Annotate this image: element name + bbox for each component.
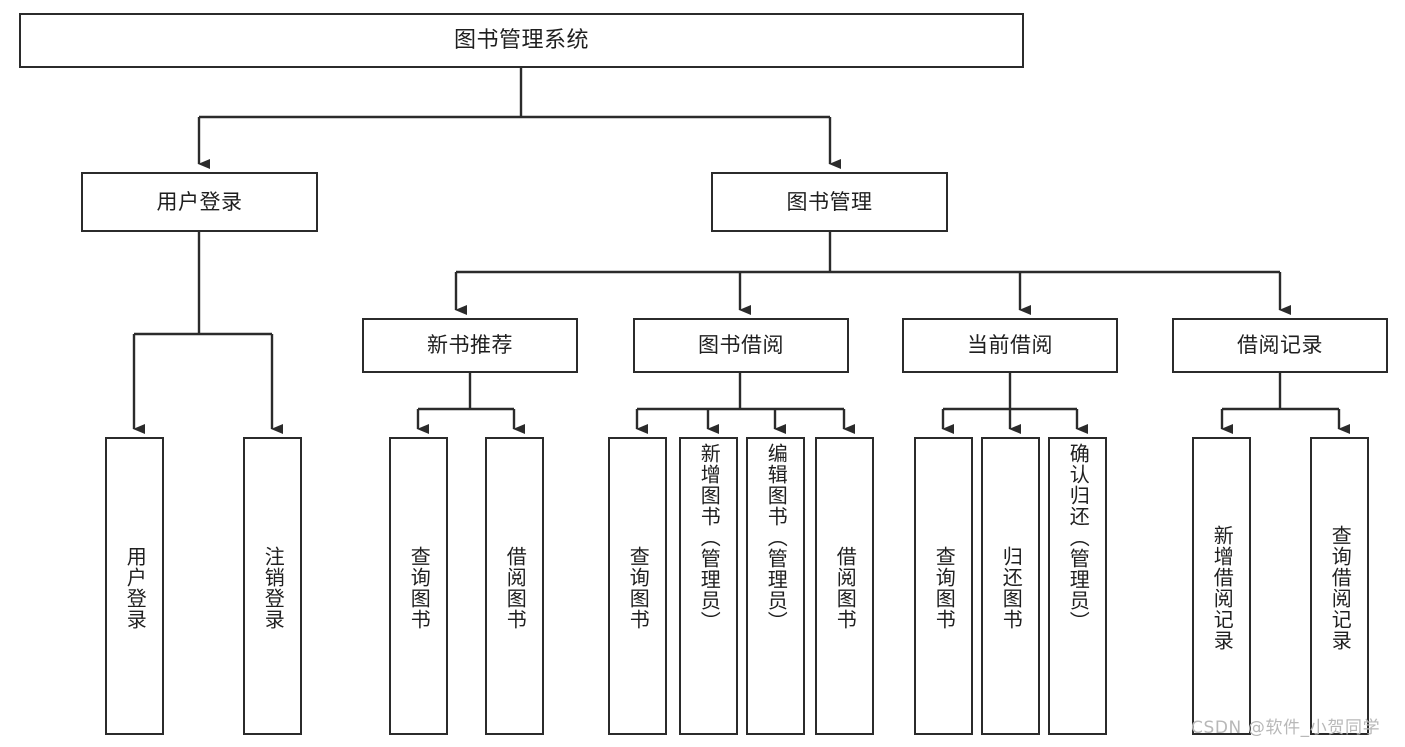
node-label: 借阅图书 bbox=[833, 546, 858, 630]
node-user-login[interactable]: 用户登录 bbox=[81, 172, 318, 232]
watermark: CSDN @软件_小贺同学 bbox=[1191, 718, 1381, 738]
node-leaf-query-book-recommend[interactable]: 查询图书 bbox=[389, 437, 448, 735]
node-label: 归还图书 bbox=[999, 546, 1024, 630]
node-label: 查询图书 bbox=[626, 546, 651, 630]
node-label: 新增借阅记录 bbox=[1210, 525, 1235, 651]
node-label: 用户登录 bbox=[156, 189, 243, 214]
node-label: 确认归还（管理员） bbox=[1066, 443, 1091, 632]
node-label: 新书推荐 bbox=[427, 333, 513, 358]
node-root-book-management-system[interactable]: 图书管理系统 bbox=[19, 13, 1024, 68]
node-label: 新增图书（管理员） bbox=[697, 443, 722, 632]
node-leaf-edit-book-admin[interactable]: 编辑图书（管理员） bbox=[746, 437, 805, 735]
node-leaf-return-book[interactable]: 归还图书 bbox=[981, 437, 1040, 735]
node-leaf-borrow-book-recommend[interactable]: 借阅图书 bbox=[485, 437, 544, 735]
node-book-management[interactable]: 图书管理 bbox=[711, 172, 948, 232]
node-label: 用户登录 bbox=[123, 546, 148, 630]
node-book-borrow[interactable]: 图书借阅 bbox=[633, 318, 849, 373]
node-leaf-query-book-current[interactable]: 查询图书 bbox=[914, 437, 973, 735]
node-label: 图书管理 bbox=[786, 189, 873, 214]
node-leaf-add-borrow-record[interactable]: 新增借阅记录 bbox=[1192, 437, 1251, 735]
node-label: 图书借阅 bbox=[698, 333, 784, 358]
node-current-borrow[interactable]: 当前借阅 bbox=[902, 318, 1118, 373]
node-label: 查询图书 bbox=[932, 546, 957, 630]
node-leaf-query-book-borrow[interactable]: 查询图书 bbox=[608, 437, 667, 735]
node-leaf-confirm-return-admin[interactable]: 确认归还（管理员） bbox=[1048, 437, 1107, 735]
node-leaf-query-borrow-record[interactable]: 查询借阅记录 bbox=[1310, 437, 1369, 735]
node-label: 借阅图书 bbox=[503, 546, 528, 630]
node-label: 当前借阅 bbox=[967, 333, 1053, 358]
node-new-book-recommend[interactable]: 新书推荐 bbox=[362, 318, 578, 373]
node-leaf-add-book-admin[interactable]: 新增图书（管理员） bbox=[679, 437, 738, 735]
node-label: 编辑图书（管理员） bbox=[764, 443, 789, 632]
node-leaf-user-login[interactable]: 用户登录 bbox=[105, 437, 164, 735]
node-label: 查询借阅记录 bbox=[1328, 525, 1353, 651]
node-leaf-logout[interactable]: 注销登录 bbox=[243, 437, 302, 735]
node-label: 注销登录 bbox=[261, 546, 286, 630]
node-borrow-record[interactable]: 借阅记录 bbox=[1172, 318, 1388, 373]
node-leaf-borrow-book[interactable]: 借阅图书 bbox=[815, 437, 874, 735]
node-label: 图书管理系统 bbox=[453, 27, 589, 53]
node-label: 查询图书 bbox=[407, 546, 432, 630]
node-label: 借阅记录 bbox=[1237, 333, 1323, 358]
